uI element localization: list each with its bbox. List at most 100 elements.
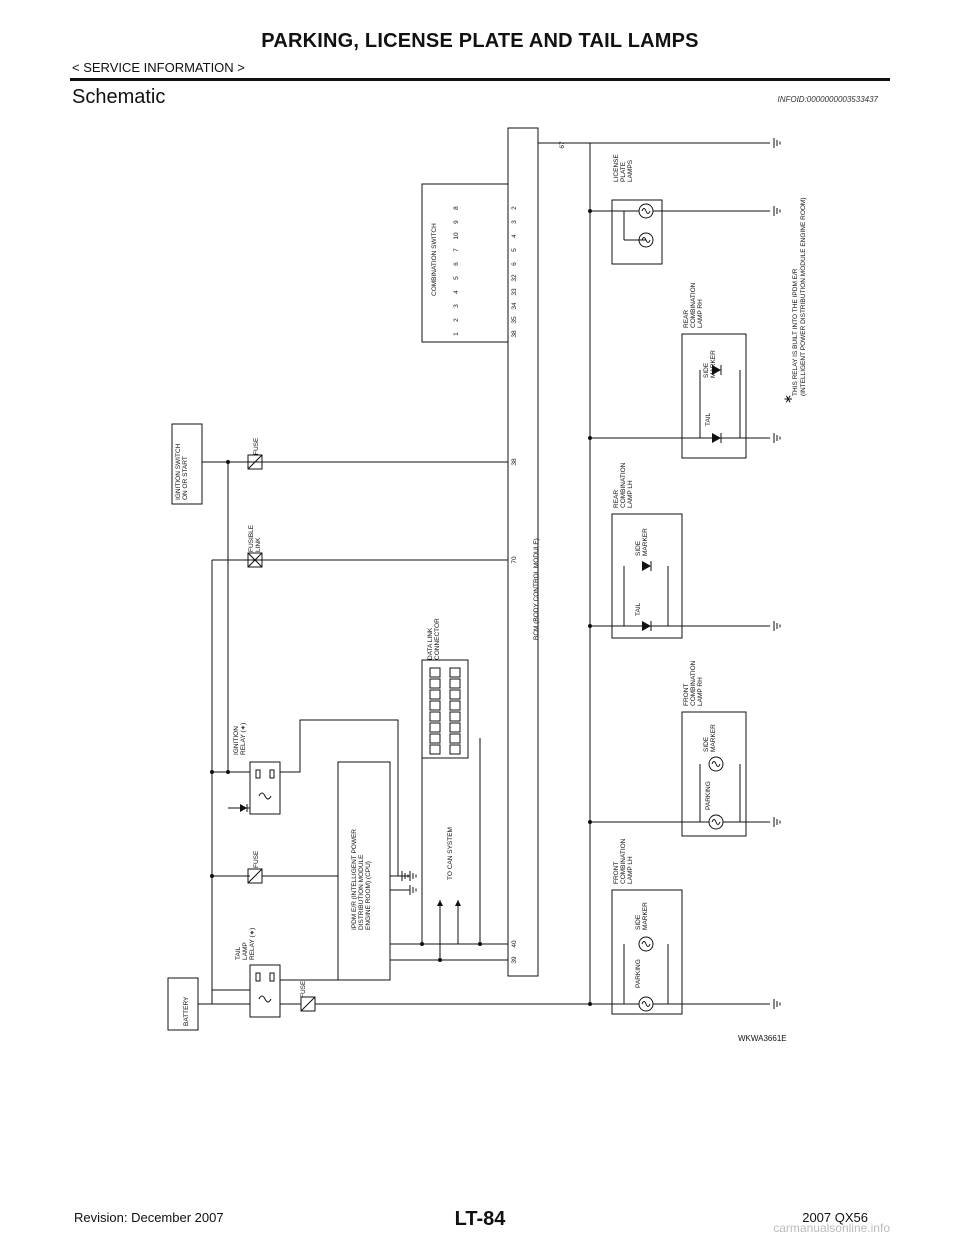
data-link-pin — [449, 678, 461, 689]
fuse-icon — [247, 868, 263, 884]
fuse-label: FUSE — [253, 850, 260, 868]
fusible-link-label: LINK — [255, 537, 262, 552]
to-can-system-label: TO CAN SYSTEM — [447, 827, 454, 880]
tail-lamp-relay-label: TAIL — [235, 946, 242, 960]
fusible-link-icon — [247, 552, 263, 568]
tail-lamp-relay-box — [249, 964, 281, 1018]
section-label: < SERVICE INFORMATION > — [72, 60, 245, 75]
figure-code: WKWA3661E — [738, 1034, 787, 1043]
combination-switch-label: COMBINATION SWITCH — [431, 223, 438, 296]
watermark: carmanualsonline.info — [773, 1221, 890, 1235]
led-icon — [642, 561, 651, 571]
data-link-pin — [429, 689, 441, 700]
data-link-pin — [449, 744, 461, 755]
data-link-pin — [429, 733, 441, 744]
bulb-icon — [711, 819, 721, 825]
battery-label: BATTERY — [183, 996, 190, 1026]
ignition-relay-label: IGNITION — [233, 726, 240, 755]
section-heading: Schematic — [72, 86, 166, 108]
data-link-connector-label: CONNECTOR — [434, 618, 441, 660]
front-lh-lamp-label: FRONT — [613, 862, 620, 884]
fusible-link-label: FUSIBLE — [248, 524, 255, 552]
bulb-icon — [641, 941, 651, 947]
side-marker-label: SIDE — [703, 362, 710, 378]
side-marker-label: MARKER — [642, 528, 649, 556]
page-title: PARKING, LICENSE PLATE AND TAIL LAMPS — [261, 30, 699, 52]
fusible-link-icon — [247, 552, 263, 568]
data-link-pin — [449, 722, 461, 733]
ignition-switch-box — [171, 423, 203, 505]
side-marker-label: SIDE — [635, 540, 642, 556]
parking-label: PARKING — [635, 959, 642, 988]
relay-note: THIS RELAY IS BUILT INTO THE IPDM E/R — [792, 268, 799, 396]
wire — [280, 719, 399, 876]
front-rh-lamp-box — [681, 711, 747, 837]
diode-icon — [240, 804, 247, 812]
combination-switch-pin: 5 — [453, 276, 460, 280]
bcm-box — [507, 127, 539, 977]
side-marker-label: MARKER — [710, 724, 717, 752]
tail-lamp-relay-label: LAMP — [242, 942, 249, 960]
combination-switch-pin: 9 — [453, 220, 460, 224]
data-link-pin — [449, 689, 461, 700]
front-rh-lamp-label: LAMP RH — [697, 677, 704, 706]
combination-switch-pin: 7 — [453, 248, 460, 252]
bcm-pin: 70 — [511, 556, 518, 564]
ipdm-box — [337, 761, 391, 981]
data-link-pin — [429, 667, 441, 678]
data-link-pin — [429, 722, 441, 733]
relay-coil-icon — [258, 792, 272, 800]
fuse-label: FUSE — [300, 980, 307, 998]
side-marker-label: MARKER — [642, 902, 649, 930]
fuse-icon — [247, 454, 263, 470]
bcm-combi-pin: 5 — [511, 248, 518, 252]
fuse-icon — [300, 996, 316, 1012]
relay-note: (INTELLIGENT POWER DISTRIBUTION MODULE E… — [800, 197, 807, 396]
data-link-pin — [449, 667, 461, 678]
bulb-icon — [641, 208, 651, 214]
combination-switch-pin: 4 — [453, 290, 460, 294]
ipdm-label: IPDM E/R (INTELLIGENT POWER — [351, 829, 358, 930]
ipdm-label: ENGINE ROOM) (CPU) — [365, 861, 372, 930]
bcm-combi-pin: 3 — [511, 220, 518, 224]
relay-switch-icon — [269, 769, 275, 779]
ignition-switch-label: ON OR START — [182, 456, 189, 500]
rear-lh-lamp-label: REAR — [613, 490, 620, 508]
parking-label: PARKING — [705, 781, 712, 810]
bcm-combi-pin: 34 — [511, 302, 518, 310]
relay-switch-icon — [255, 769, 261, 779]
rear-rh-lamp-label: LAMP RH — [697, 299, 704, 328]
license-plate-lamps-box — [611, 199, 663, 265]
tail-label: TAIL — [705, 412, 712, 426]
bcm-pin: 39 — [511, 956, 518, 964]
combination-switch-pin: 2 — [453, 318, 460, 322]
revision-date: Revision: December 2007 — [74, 1210, 224, 1225]
combination-switch-box — [421, 183, 509, 343]
front-rh-lamp-label: FRONT — [683, 684, 690, 706]
led-icon — [712, 365, 721, 375]
relay-switch-icon — [255, 972, 261, 982]
ignition-relay-label: RELAY (∗) — [240, 723, 247, 755]
license-plate-lamps-label: PLATE — [620, 161, 627, 182]
data-link-pin — [429, 678, 441, 689]
arrow-icon — [455, 900, 461, 906]
combination-switch-pin: 8 — [453, 206, 460, 210]
data-link-connector-label: DATA LINK — [427, 627, 434, 660]
vehicle-model: 2007 QX56 — [802, 1210, 868, 1225]
ignition-switch-label: IGNITION SWITCH — [175, 443, 182, 500]
bcm-combi-pin: 33 — [511, 288, 518, 296]
info-id: INFOID:0000000003533437 — [777, 95, 878, 104]
bulb-icon — [641, 1001, 651, 1007]
relay-switch-icon — [269, 972, 275, 982]
bcm-combi-pin: 38 — [511, 330, 518, 338]
led-icon — [712, 433, 721, 443]
bcm-pin: 67 — [559, 141, 566, 149]
bcm-pin: 38 — [511, 458, 518, 466]
rear-lh-lamp-label: LAMP LH — [627, 480, 634, 508]
note-star: ∗ — [781, 394, 795, 404]
rear-rh-lamp-box — [681, 333, 747, 459]
combination-switch-pin: 1 — [453, 332, 460, 336]
data-link-pin — [429, 700, 441, 711]
front-lh-lamp-label: COMBINATION — [620, 838, 627, 884]
